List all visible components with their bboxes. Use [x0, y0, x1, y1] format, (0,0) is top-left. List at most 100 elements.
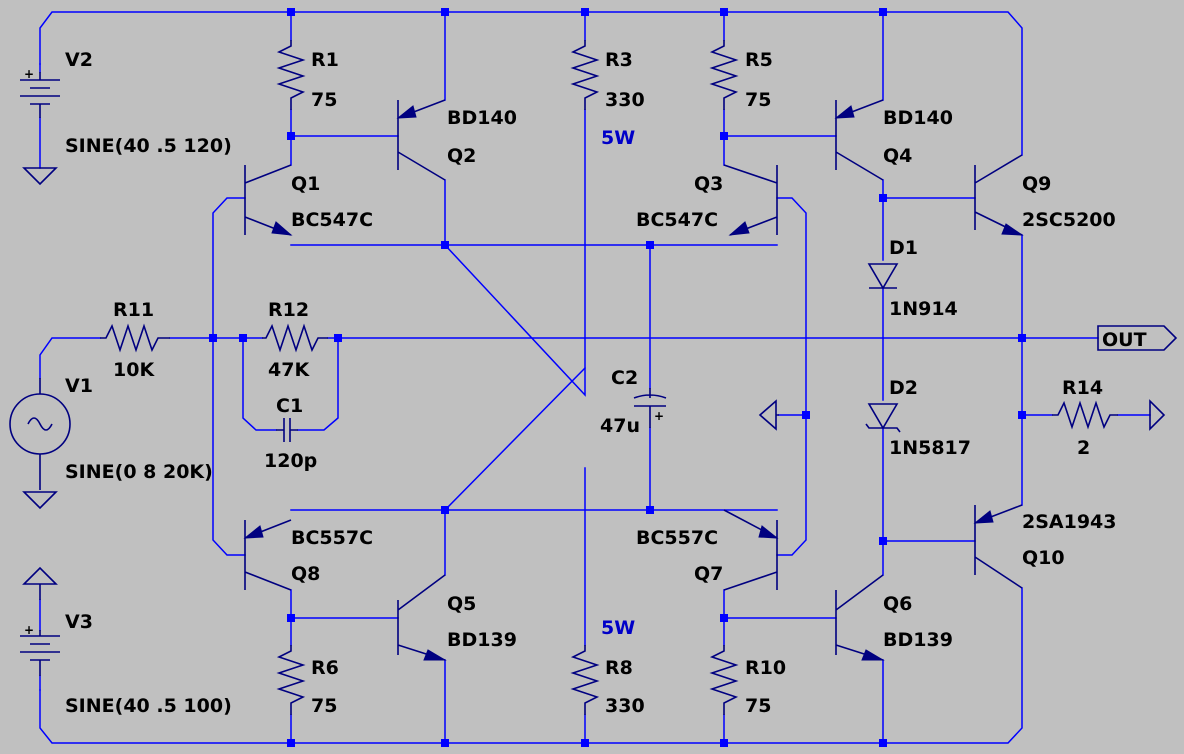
transistor-q5: Q5 BD139 — [397, 574, 517, 661]
resistor-r1: R1 75 — [276, 40, 339, 111]
diode-d1: D1 1N914 — [867, 237, 958, 320]
r1-value: 75 — [311, 89, 337, 111]
junction-dot — [646, 241, 654, 249]
junction-dot — [287, 614, 295, 622]
ground-v1 — [22, 491, 58, 510]
q10-name: Q10 — [1022, 547, 1065, 569]
resistor-r8: R8 330 5W — [570, 617, 645, 717]
junction-dot — [720, 739, 728, 747]
r12-value: 47K — [268, 359, 310, 381]
r6-name: R6 — [311, 657, 339, 679]
q6-name: Q6 — [883, 593, 912, 615]
r1-name: R1 — [311, 49, 339, 71]
v1-value: SINE(0 8 20K) — [65, 461, 213, 483]
q7-name: Q7 — [694, 563, 723, 585]
q3-part: BC547C — [636, 209, 718, 231]
r11-name: R11 — [113, 299, 154, 321]
r3-name: R3 — [605, 49, 633, 71]
transistor-q4: BD140 Q4 — [834, 99, 953, 181]
out-label: OUT — [1102, 329, 1147, 351]
q9-part: 2SC5200 — [1022, 209, 1116, 231]
r14-value: 2 — [1077, 437, 1090, 459]
r12-name: R12 — [268, 299, 309, 321]
q2-part: BD140 — [447, 107, 517, 129]
resistor-r6: R6 75 — [276, 645, 339, 717]
d1-name: D1 — [889, 237, 918, 259]
junction-dot — [802, 411, 810, 419]
output-port: OUT — [1097, 325, 1178, 351]
q3-name: Q3 — [694, 173, 723, 195]
junction-dot — [581, 8, 589, 16]
junction-dot — [287, 132, 295, 140]
d2-name: D2 — [889, 377, 918, 399]
transistor-q1: Q1 BC547C — [244, 164, 373, 236]
q6-part: BD139 — [883, 629, 953, 651]
q5-part: BD139 — [447, 629, 517, 651]
ground-r14 — [1149, 399, 1166, 431]
q8-name: Q8 — [291, 563, 320, 585]
junction-dot — [581, 739, 589, 747]
q7-part: BC557C — [636, 527, 718, 549]
ground-v3 — [22, 566, 58, 600]
junction-dot — [879, 194, 887, 202]
junction-dot — [879, 8, 887, 16]
c2-plus: + — [654, 409, 664, 423]
resistor-r11: R11 10K — [100, 299, 170, 381]
capacitor-c1: C1 120p — [264, 395, 317, 472]
r3-value: 330 — [605, 89, 645, 111]
source-v1: V1 SINE(0 8 20K) — [9, 375, 213, 490]
q10-part: 2SA1943 — [1022, 511, 1117, 533]
r5-name: R5 — [745, 49, 773, 71]
v3-value: SINE(40 .5 100) — [65, 695, 232, 717]
v3-plus: + — [24, 623, 34, 637]
junction-dot — [720, 614, 728, 622]
junction-dot — [239, 334, 247, 342]
junction-dot — [441, 739, 449, 747]
resistor-r12: R12 47K — [262, 299, 328, 381]
junction-dot — [879, 739, 887, 747]
r8-power: 5W — [601, 617, 635, 639]
q2-name: Q2 — [447, 145, 476, 167]
v2-value: SINE(40 .5 120) — [65, 135, 232, 157]
junction-dot — [441, 506, 449, 514]
q1-part: BC547C — [291, 209, 373, 231]
q5-name: Q5 — [447, 593, 476, 615]
r6-value: 75 — [311, 695, 337, 717]
c1-value: 120p — [264, 450, 317, 472]
resistor-r5: R5 75 — [709, 40, 773, 111]
r10-name: R10 — [745, 657, 786, 679]
resistor-r10: R10 75 — [709, 645, 786, 717]
q4-part: BD140 — [883, 107, 953, 129]
junction-dot — [441, 241, 449, 249]
q1-name: Q1 — [291, 173, 320, 195]
junction-dot — [287, 739, 295, 747]
transistor-q6: Q6 BD139 — [835, 574, 953, 661]
junction-dot — [209, 334, 217, 342]
transistor-q8: BC557C Q8 — [243, 519, 373, 591]
wires — [39, 11, 1151, 744]
source-v2: + V2 SINE(40 .5 120) — [20, 49, 232, 157]
q9-name: Q9 — [1022, 173, 1051, 195]
transistor-q2: BD140 Q2 — [396, 99, 517, 181]
transistor-q10: 2SA1943 Q10 — [973, 504, 1117, 589]
r5-value: 75 — [745, 89, 771, 111]
c2-name: C2 — [611, 367, 638, 389]
ground-v2 — [22, 167, 58, 186]
diode-d2: D2 1N5817 — [865, 377, 971, 459]
capacitor-c2: + C2 47u — [600, 367, 667, 437]
junction-dot — [720, 8, 728, 16]
d2-value: 1N5817 — [889, 437, 971, 459]
junction-dot — [334, 334, 342, 342]
junction-dot — [879, 537, 887, 545]
junction-dot — [646, 506, 654, 514]
r3-power: 5W — [601, 127, 635, 149]
r10-value: 75 — [745, 695, 771, 717]
resistor-r14: R14 2 — [1052, 377, 1118, 459]
r11-value: 10K — [113, 359, 155, 381]
v2-plus: + — [24, 67, 34, 81]
r14-name: R14 — [1062, 377, 1103, 399]
resistor-r3: R3 330 5W — [570, 40, 645, 149]
r8-name: R8 — [605, 657, 633, 679]
